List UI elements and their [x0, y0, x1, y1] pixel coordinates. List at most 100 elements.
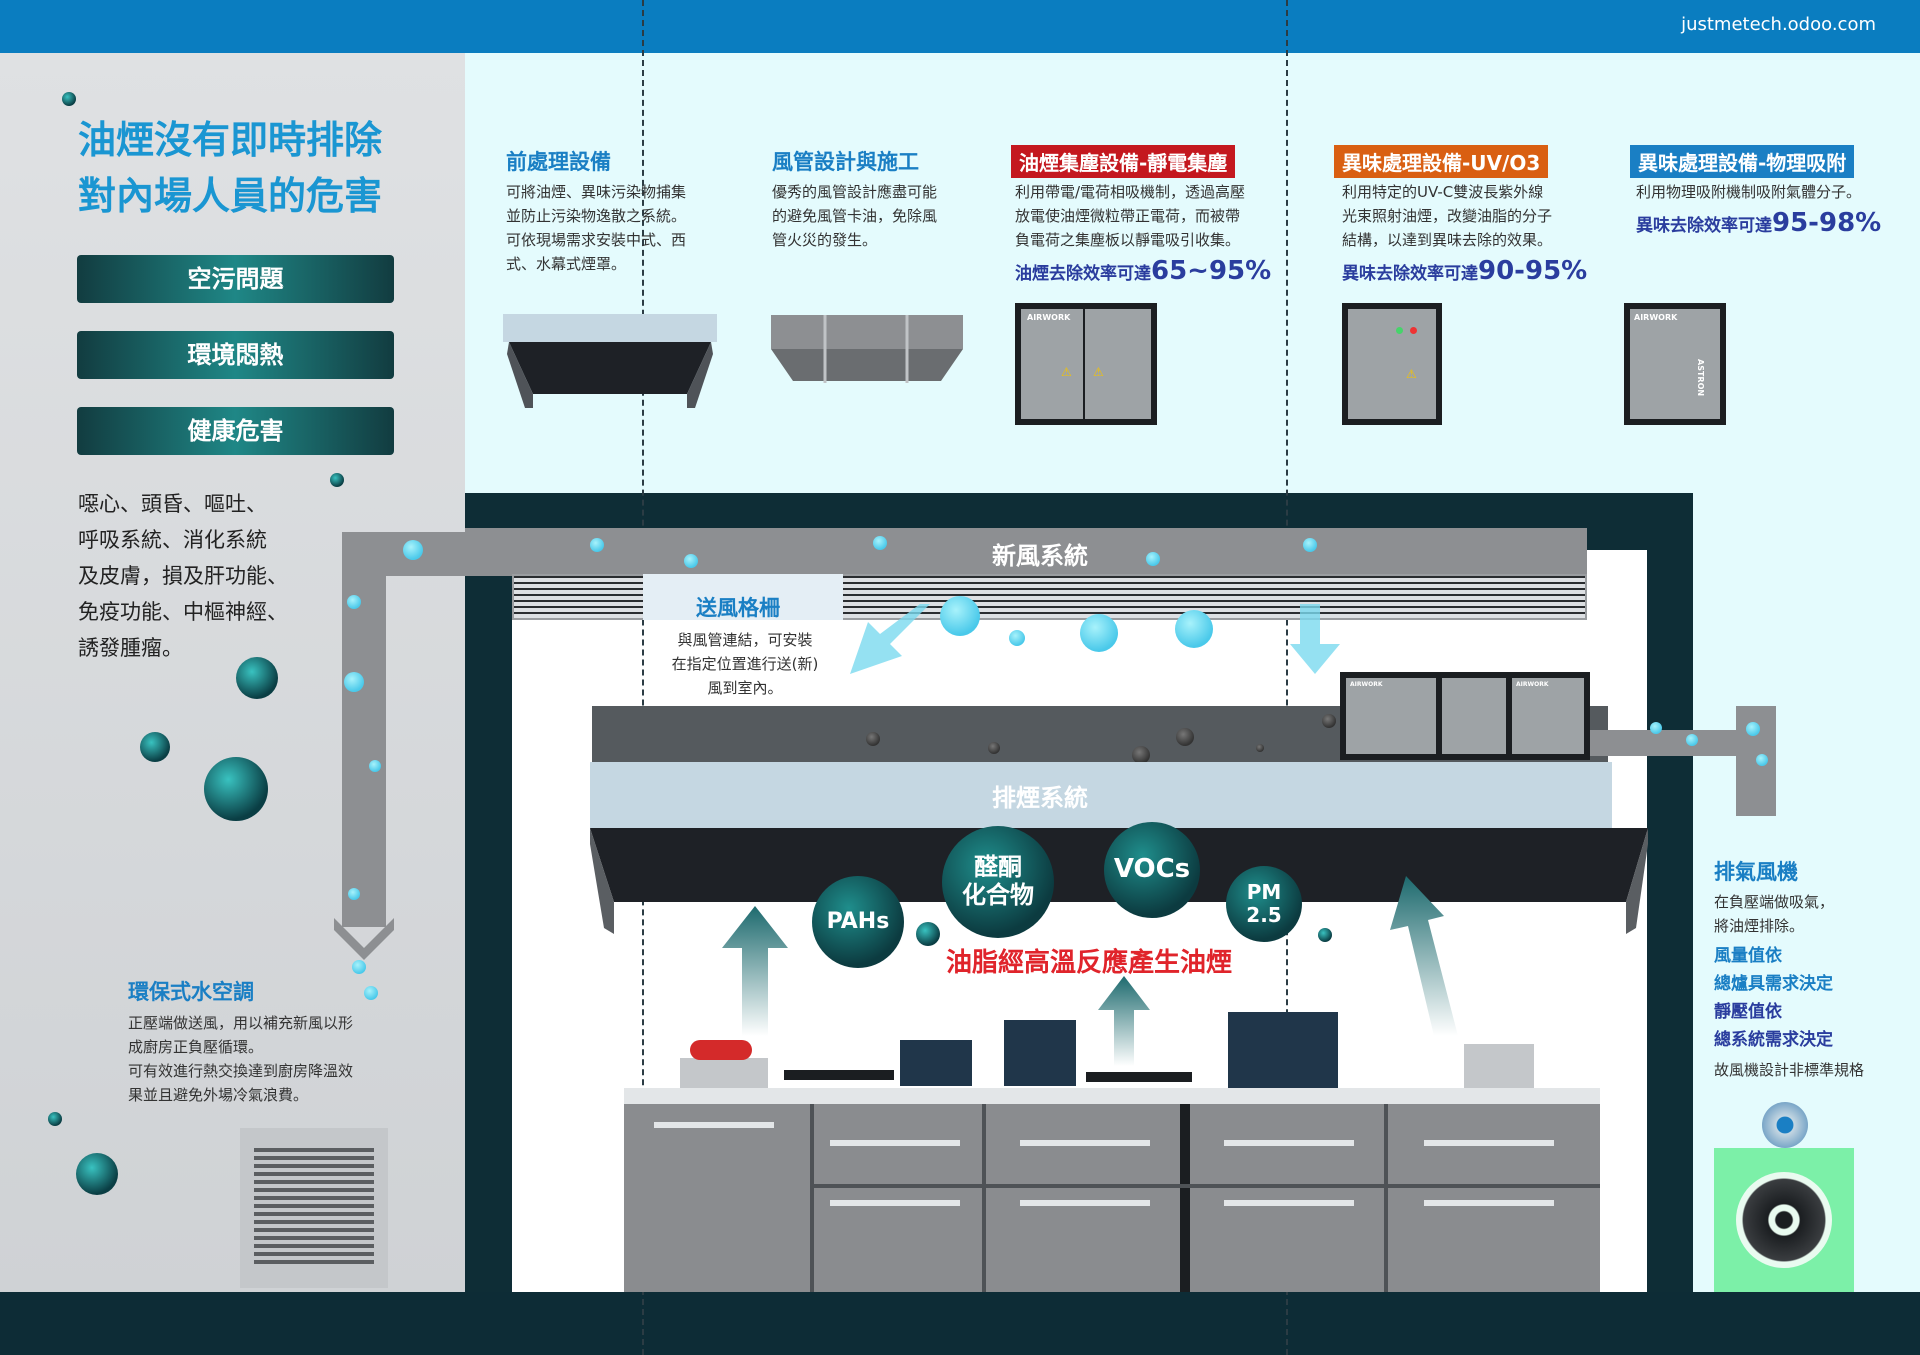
fold-line	[1286, 0, 1288, 1355]
air-bubble	[1756, 754, 1768, 766]
rising-smoke-arrow-icon	[1098, 976, 1150, 1066]
status-light	[1396, 327, 1403, 334]
desc-line: 的避免風管卡油，免除風	[772, 207, 938, 225]
container	[1464, 1044, 1534, 1088]
rising-smoke-arrow-icon	[722, 906, 788, 1036]
esp-title: 油煙集塵設備-靜電集塵	[1011, 145, 1236, 178]
air-bubble	[1175, 610, 1213, 648]
desc-line: 結構，以達到異味去除的效果。	[1342, 231, 1553, 249]
counter-top	[624, 1088, 1600, 1104]
desc-line: 並防止污染物逸散之系統。	[506, 207, 687, 225]
symptom-line: 及皮膚，損及肝功能、	[78, 564, 288, 588]
fan-motor-icon	[1762, 1102, 1808, 1148]
pollutant-vocs: VOCs	[1104, 822, 1200, 918]
air-bubble	[347, 595, 361, 609]
symptom-line: 誘發腫瘤。	[78, 636, 183, 660]
water-ac-unit	[240, 1128, 388, 1288]
air-bubble	[590, 538, 604, 552]
issue-badge-pollution: 空污問題	[77, 255, 394, 303]
smoke-caption: 油脂經高溫反應產生油煙	[946, 948, 1233, 978]
decor-orb	[916, 922, 940, 946]
title-line: 油煙沒有即時排除	[78, 118, 383, 162]
desc-line: 在負壓端做吸氣，	[1714, 893, 1835, 911]
warning-icon: ⚠	[1061, 365, 1072, 379]
tomatoes	[690, 1040, 752, 1060]
airflow-arrow-icon	[850, 604, 930, 674]
adsorption-desc: 利用物理吸附機制吸附氣體分子。	[1636, 180, 1906, 204]
fresh-air-duct	[465, 528, 1587, 574]
down-arrow-icon	[334, 918, 394, 960]
air-bubble	[348, 888, 360, 900]
fan-spec: 靜壓值依	[1714, 1002, 1782, 1022]
efficiency-value: 90-95%	[1478, 256, 1588, 286]
decor-orb	[204, 757, 268, 821]
fan-spec: 總系統需求決定	[1714, 1030, 1833, 1050]
pollutant-pahs: PAHs	[812, 876, 904, 968]
decor-orb	[76, 1153, 118, 1195]
symptom-line: 免疫功能、中樞神經、	[78, 600, 288, 624]
air-bubble	[1009, 630, 1025, 646]
pot	[900, 1040, 972, 1086]
desc-line: 利用帶電/電荷相吸機制，透過高壓	[1015, 183, 1246, 201]
desc-line: 在指定位置進行送(新)	[671, 655, 819, 673]
water-ac-desc: 正壓端做送風，用以補充新風以形 成廚房正負壓循環。 可有效進行熱交換達到廚房降溫…	[128, 1011, 428, 1107]
adsorption-unit-small: AIRWORK	[1512, 678, 1584, 754]
air-bubble	[352, 960, 366, 974]
exhaust-label: 排煙系統	[992, 784, 1088, 812]
duct-desc: 優秀的風管設計應盡可能 的避免風管卡油，免除風 管火災的發生。	[772, 180, 982, 252]
pollutant-aldehyde: 醛酮化合物	[942, 826, 1054, 938]
desc-line: 正壓端做送風，用以補充新風以形	[128, 1014, 354, 1032]
brand-label: AIRWORK	[1634, 313, 1678, 322]
desc-line: 光束照射油煙，改變油脂的分子	[1342, 207, 1553, 225]
desc-line: 果並且避免外場冷氣浪費。	[128, 1086, 309, 1104]
air-bubble	[364, 986, 378, 1000]
airflow-arrow-icon	[1290, 604, 1340, 674]
air-bubble	[1686, 734, 1698, 746]
fan-spec: 風量值依	[1714, 946, 1782, 966]
pan-handle	[1086, 1072, 1192, 1082]
grille-title: 送風格柵	[696, 596, 780, 620]
left-panel	[0, 53, 465, 1293]
decor-orb	[236, 657, 278, 699]
adsorption-efficiency: 異味去除效率可達95-98%	[1636, 208, 1881, 238]
desc-line: 放電使油煙微粒帶正電荷，而被帶	[1015, 207, 1241, 225]
warning-icon: ⚠	[1406, 367, 1417, 381]
desc-line: 與風管連結，可安裝	[677, 631, 813, 649]
desc-line: 利用特定的UV-C雙波長紫外線	[1342, 183, 1544, 201]
footer-bar	[0, 1292, 1920, 1355]
smoke-particle	[988, 742, 1000, 754]
esp-efficiency: 油煙去除效率可達65~95%	[1015, 256, 1271, 286]
desc-line: 負電荷之集塵板以靜電吸引收集。	[1015, 231, 1241, 249]
fan-desc: 在負壓端做吸氣， 將油煙排除。	[1714, 890, 1914, 938]
grille-desc: 與風管連結，可安裝 在指定位置進行送(新) 風到室內。	[656, 628, 834, 700]
pollutant-line: 醛酮	[974, 853, 1022, 882]
brand-label: AIRWORK	[1027, 313, 1071, 322]
fresh-air-duct-vertical	[342, 532, 386, 927]
fan-note: 故風機設計非標準規格	[1714, 1061, 1865, 1079]
exhaust-fan	[1714, 1148, 1854, 1292]
air-bubble	[940, 596, 980, 636]
air-bubble	[1080, 614, 1118, 652]
desc-line: 式、水幕式煙罩。	[506, 255, 627, 273]
decor-orb	[1318, 928, 1332, 942]
air-bubble	[403, 540, 423, 560]
uv-unit: ⚠	[1342, 303, 1442, 425]
symptom-line: 噁心、頭昏、嘔吐、	[78, 492, 267, 516]
brand-label: AIRWORK	[1350, 681, 1383, 688]
air-bubble	[344, 672, 364, 692]
pollutant-line: 化合物	[962, 881, 1034, 909]
desc-line: 可將油煙、異味污染物捕集	[506, 183, 687, 201]
site-url[interactable]: justmetech.odoo.com	[1681, 14, 1876, 35]
efficiency-label: 異味去除效率可達	[1342, 264, 1478, 284]
efficiency-label: 油煙去除效率可達	[1015, 264, 1151, 284]
decor-orb	[330, 473, 344, 487]
fan-title: 排氣風機	[1714, 860, 1798, 884]
smoke-particle	[1256, 744, 1264, 752]
brand-label: ASTRON	[1696, 359, 1705, 397]
desc-line: 優秀的風管設計應盡可能	[772, 183, 938, 201]
desc-line: 可依現場需求安裝中式、西	[506, 231, 687, 249]
smoke-particle	[1322, 714, 1336, 728]
issue-badge-heat: 環境悶熱	[77, 331, 394, 379]
